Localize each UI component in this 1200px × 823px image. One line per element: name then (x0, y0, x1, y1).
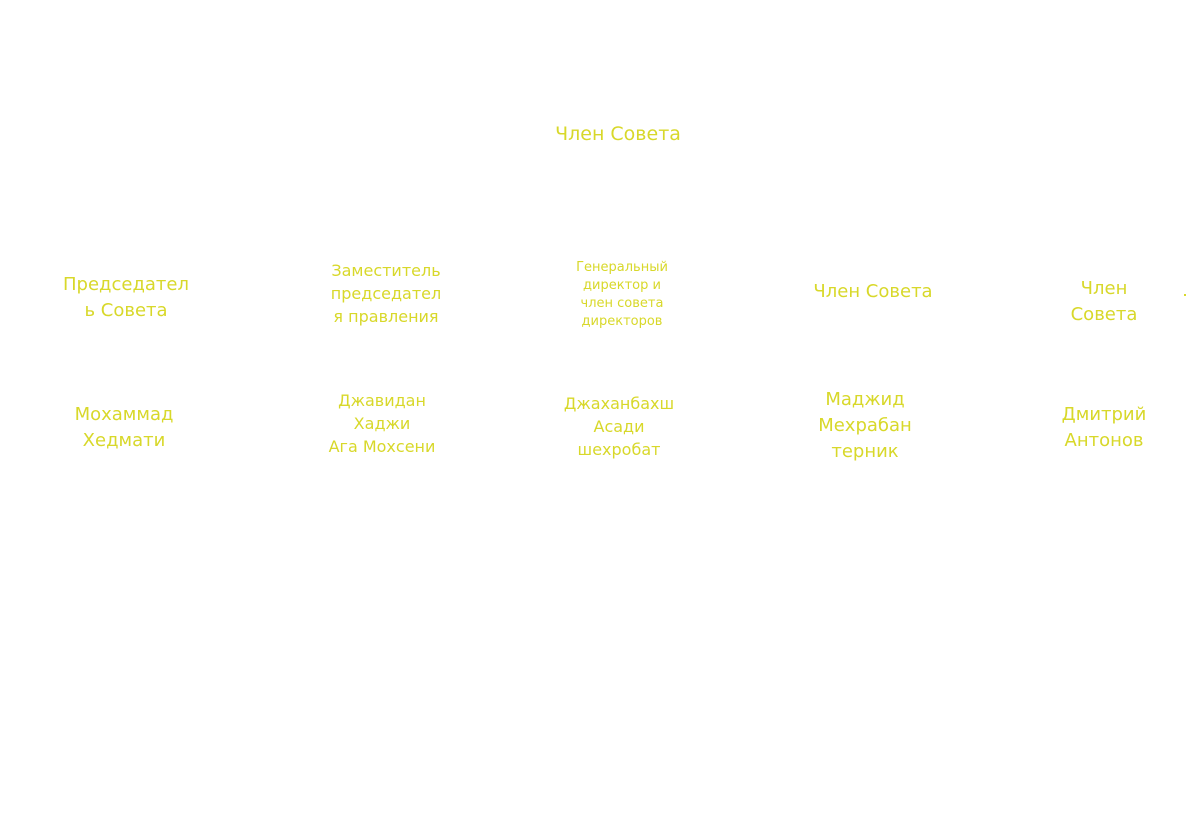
member-5-name: Дмитрий Антонов (1061, 404, 1147, 451)
top-member-title: Член Совета (555, 123, 681, 145)
member-4-name: Маджид Мехрабан терник (818, 389, 912, 462)
member-3-name: Джаханбахш Асади шехробат (563, 394, 675, 459)
member-2-name: Джавидан Хаджи Ага Мохсени (328, 391, 436, 456)
member-1-role: Председател ь Совета (63, 274, 189, 321)
member-5-role: Член Совета (1070, 278, 1138, 325)
member-4-role: Член Совета (813, 281, 933, 302)
member-1-name: Мохаммад Хедмати (74, 404, 174, 451)
member-3-role: Генеральный директор и член совета дирек… (576, 260, 668, 329)
stray-dot (1184, 294, 1186, 296)
member-2-role: Заместитель председател я правления (330, 261, 442, 326)
